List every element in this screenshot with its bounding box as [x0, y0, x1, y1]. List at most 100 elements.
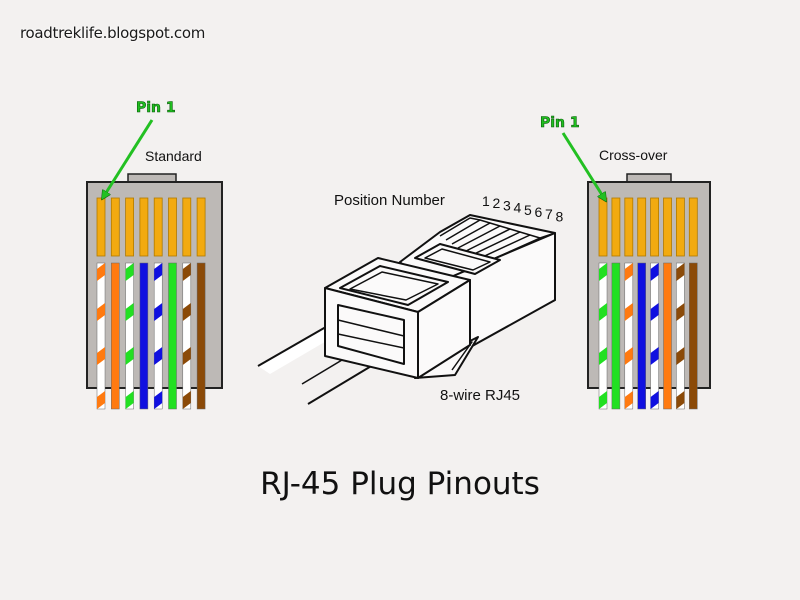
wire-sheath	[611, 262, 621, 410]
wire-stripe	[650, 347, 659, 365]
wire-stripe	[650, 263, 659, 281]
wire-stripe	[182, 303, 191, 321]
position-digit: 1	[482, 193, 490, 209]
wire-blue	[139, 262, 149, 410]
wire-brown	[196, 262, 206, 410]
position-digit: 8	[556, 208, 564, 224]
wire-stripe	[182, 391, 191, 409]
pin1-label-crossover: Pin 1	[540, 115, 580, 131]
crossover-plug: Pin 1 Cross-over	[540, 115, 711, 410]
wire-stripe	[624, 347, 633, 365]
diagram-title: RJ-45 Plug Pinouts	[260, 466, 540, 502]
wire-stripe	[97, 347, 105, 365]
position-digit: 4	[514, 200, 522, 216]
pin-contact-2	[110, 197, 120, 257]
watermark-text: roadtreklife.blogspot.com	[20, 24, 206, 42]
wire-sheath	[153, 262, 163, 410]
wire-sheath	[637, 262, 646, 410]
position-digit: 3	[503, 197, 511, 213]
wire-sheath	[111, 262, 120, 410]
position-digit: 5	[524, 202, 532, 218]
wire-sheath	[689, 262, 698, 410]
wire-stripe	[154, 391, 163, 409]
pin-contact-8	[196, 197, 206, 257]
pin-contact-8	[688, 197, 698, 257]
pin-contact-7	[182, 197, 192, 257]
wire-stripe	[154, 303, 163, 321]
wire-blue	[637, 262, 646, 410]
wire-brown	[689, 262, 698, 410]
wire-stripe	[624, 303, 633, 321]
wire-green	[611, 262, 621, 410]
wire-white-green	[125, 262, 134, 410]
position-digit: 7	[545, 206, 553, 222]
wire-sheath	[196, 262, 206, 410]
pin-contact-6	[663, 197, 672, 257]
wire-sheath	[598, 262, 608, 410]
wire-stripe	[125, 347, 134, 365]
pin-contact-1	[598, 197, 608, 257]
wire-white-brown	[182, 262, 192, 410]
wire-stripe	[676, 263, 685, 281]
wire-stripe	[599, 303, 607, 321]
wire-sheath	[168, 262, 177, 410]
wire-stripe	[97, 303, 105, 321]
wire-orange	[111, 262, 120, 410]
pin-contact-4	[637, 197, 647, 257]
wire-stripe	[676, 303, 685, 321]
wire-stripe	[154, 263, 163, 281]
wire-white-orange	[624, 262, 634, 410]
standard-plug: Pin 1 Standard	[86, 100, 223, 410]
pin-contact-3	[624, 197, 634, 257]
wire-stripe	[125, 303, 134, 321]
wire-green	[168, 262, 177, 410]
standard-plug-body	[86, 173, 223, 410]
wire-white-blue	[650, 262, 659, 410]
wire-white-blue	[153, 262, 163, 410]
pin-contact-3	[125, 197, 134, 257]
pin1-arrow-icon	[561, 132, 604, 198]
wire-sheath	[139, 262, 149, 410]
wire-stripe	[624, 391, 633, 409]
wire-stripe	[97, 391, 105, 409]
pin-contact-5	[650, 197, 659, 257]
position-digit: 2	[493, 195, 501, 211]
wire-sheath	[96, 262, 106, 410]
wire-stripe	[676, 347, 685, 365]
wire-stripe	[125, 391, 134, 409]
wire-sheath	[663, 262, 672, 410]
wire-sheath	[624, 262, 634, 410]
wire-sheath	[125, 262, 134, 410]
wire-stripe	[599, 391, 607, 409]
wire-orange	[663, 262, 672, 410]
wire-white-orange	[96, 262, 106, 410]
wire-white-brown	[676, 262, 685, 410]
wire-stripe	[624, 263, 633, 281]
wire-stripe	[599, 263, 607, 281]
wire-stripe	[650, 303, 659, 321]
pin-contact-6	[168, 197, 177, 257]
wire-stripe	[650, 391, 659, 409]
wire-stripe	[182, 347, 191, 365]
wire-sheath	[676, 262, 685, 410]
pin1-arrow-icon	[104, 119, 154, 196]
wire-sheath	[650, 262, 659, 410]
pin-contact-5	[153, 197, 163, 257]
wire-white-green	[598, 262, 608, 410]
position-digit: 6	[535, 204, 543, 220]
pin-contact-1	[96, 197, 106, 257]
wire-stripe	[154, 347, 163, 365]
wire-stripe	[182, 263, 191, 281]
wire-stripe	[125, 263, 134, 281]
pin-contact-7	[676, 197, 685, 257]
pin-contact-4	[139, 197, 149, 257]
standard-label: Standard	[145, 148, 202, 164]
pin1-label-standard: Pin 1	[136, 100, 176, 116]
wire-stripe	[676, 391, 685, 409]
8-wire-rj45-label: 8-wire RJ45	[440, 387, 520, 404]
pin-contact-2	[611, 197, 621, 257]
wire-stripe	[599, 347, 607, 365]
